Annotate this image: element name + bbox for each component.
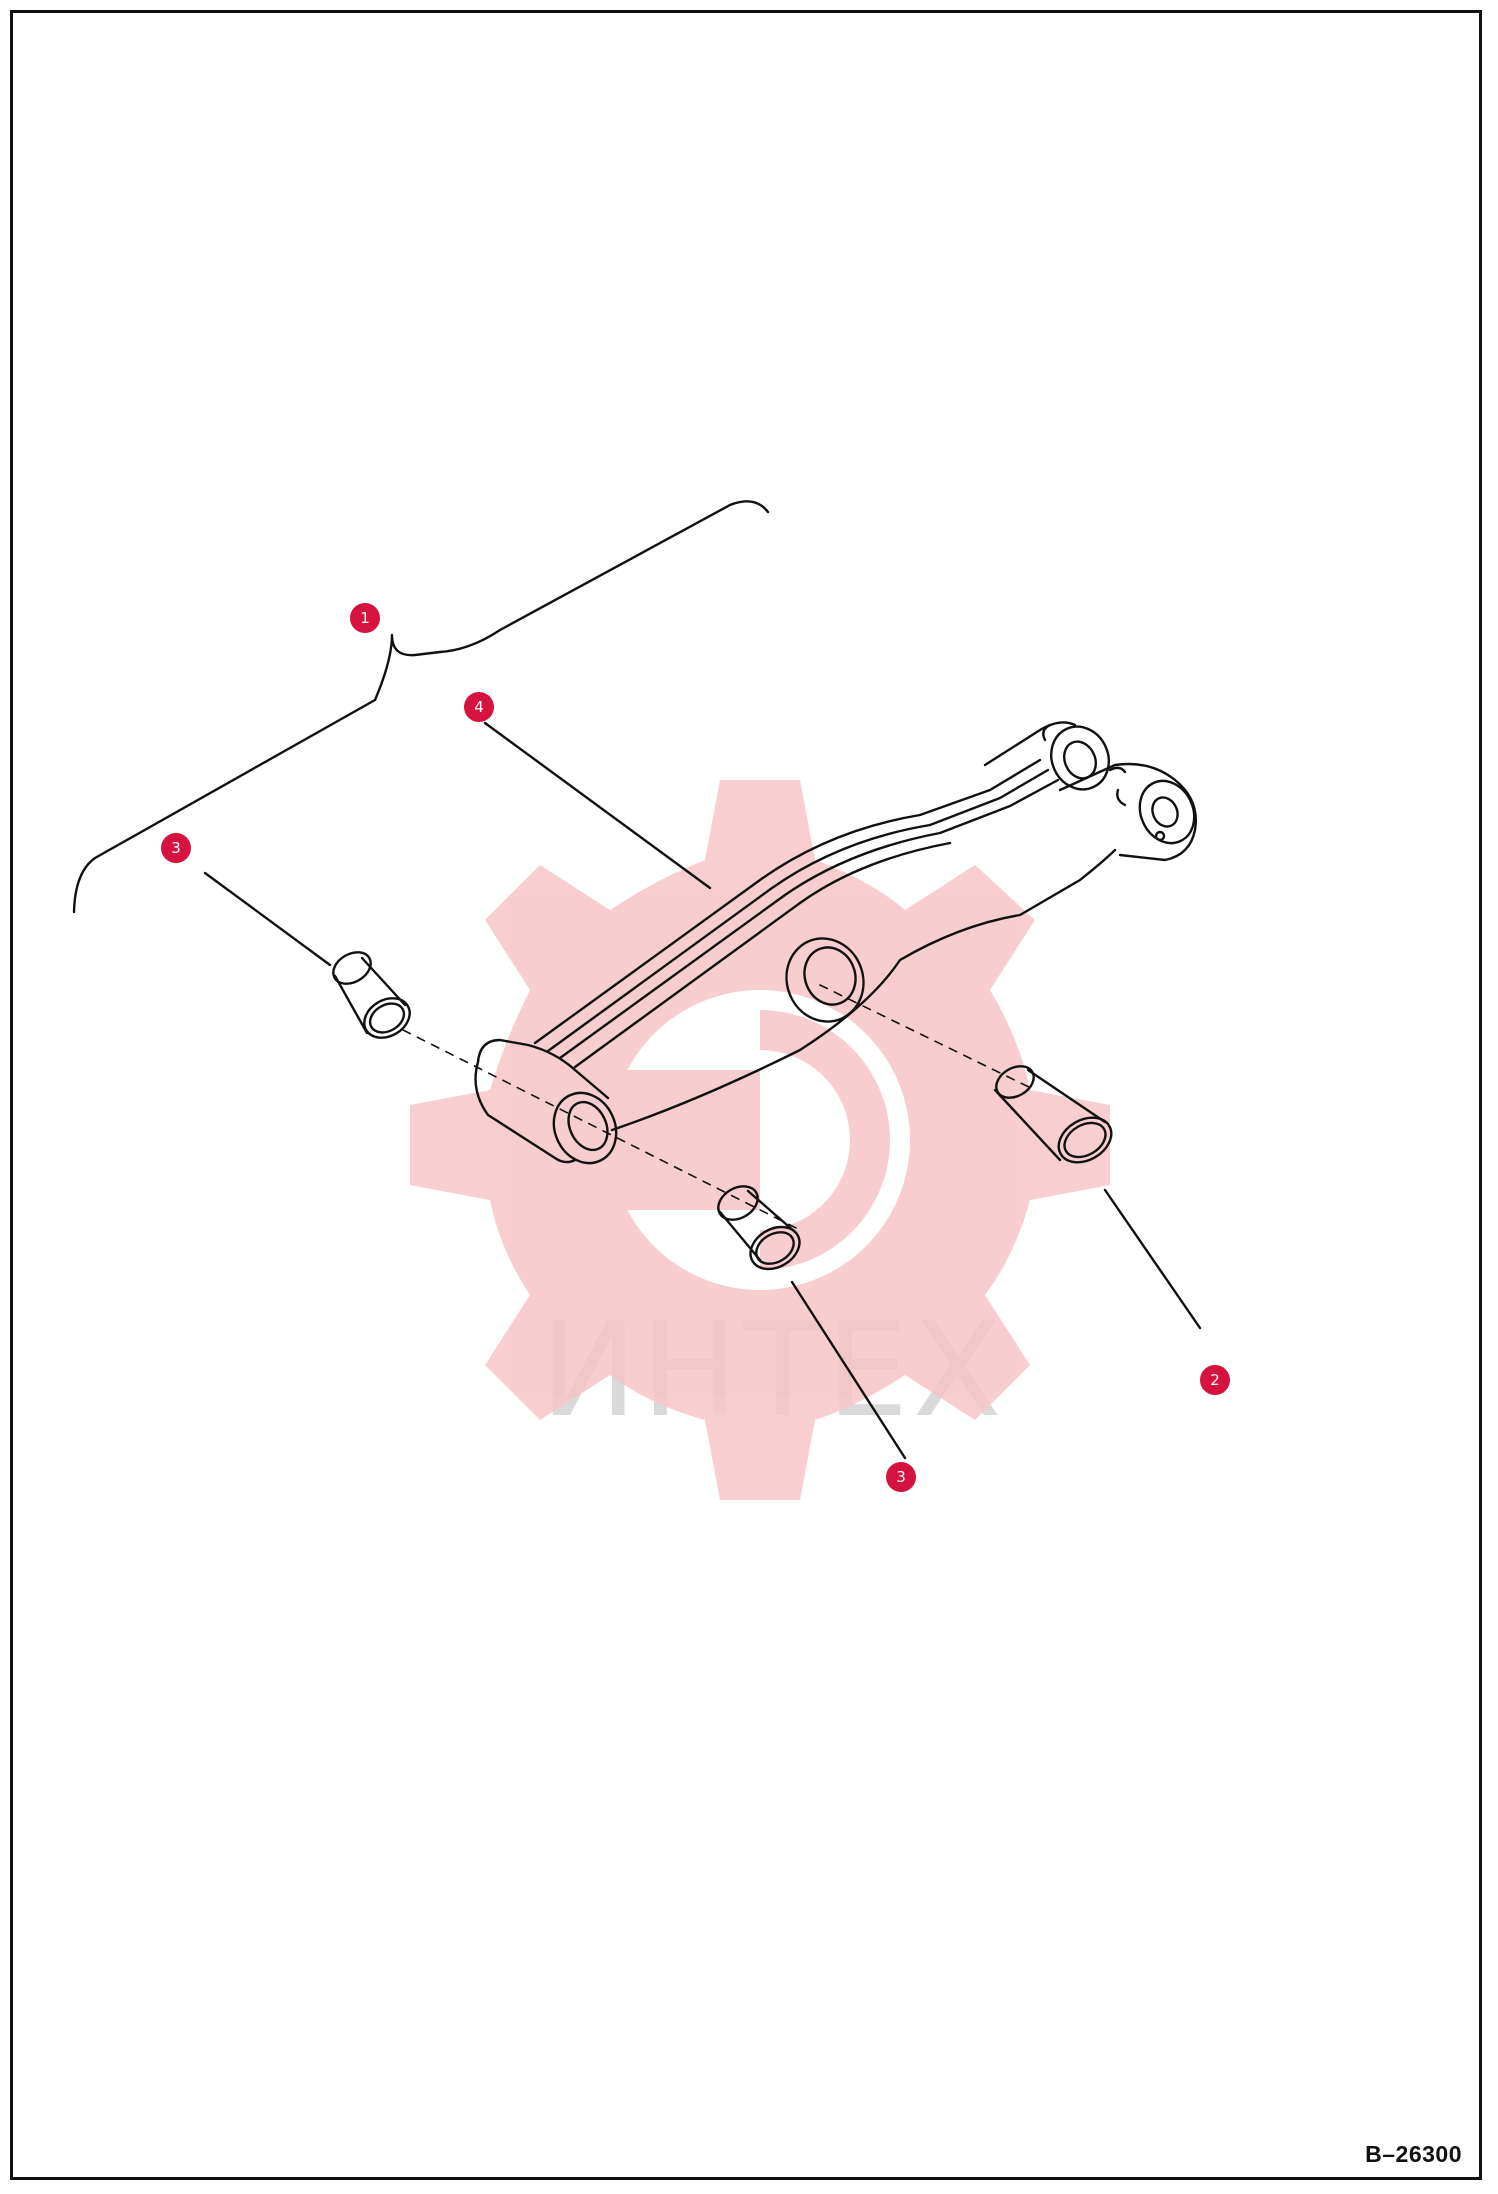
callout-3-bottom[interactable]: 3 bbox=[886, 1462, 916, 1492]
callout-1[interactable]: 1 bbox=[350, 603, 380, 633]
assembly-bracket bbox=[72, 500, 770, 914]
leader-line-3b bbox=[790, 1280, 907, 1460]
bushing-middle bbox=[717, 1185, 801, 1271]
bushing-left bbox=[332, 951, 411, 1039]
callout-2[interactable]: 2 bbox=[1200, 1365, 1230, 1395]
watermark-gear-icon bbox=[410, 780, 1110, 1500]
leader-line-2 bbox=[1103, 1188, 1202, 1330]
callout-4[interactable]: 4 bbox=[464, 692, 494, 722]
axis-dashed-right bbox=[819, 984, 1036, 1091]
leader-line-3a bbox=[203, 871, 332, 967]
lift-arm bbox=[474, 721, 1197, 1165]
leader-line-4 bbox=[483, 721, 712, 890]
figure-code: B–26300 bbox=[1365, 2141, 1462, 2167]
drawing-frame bbox=[10, 10, 1482, 2180]
callout-3-left[interactable]: 3 bbox=[161, 833, 191, 863]
bushing-right bbox=[993, 1065, 1113, 1164]
axis-dashed-left bbox=[402, 1029, 801, 1231]
